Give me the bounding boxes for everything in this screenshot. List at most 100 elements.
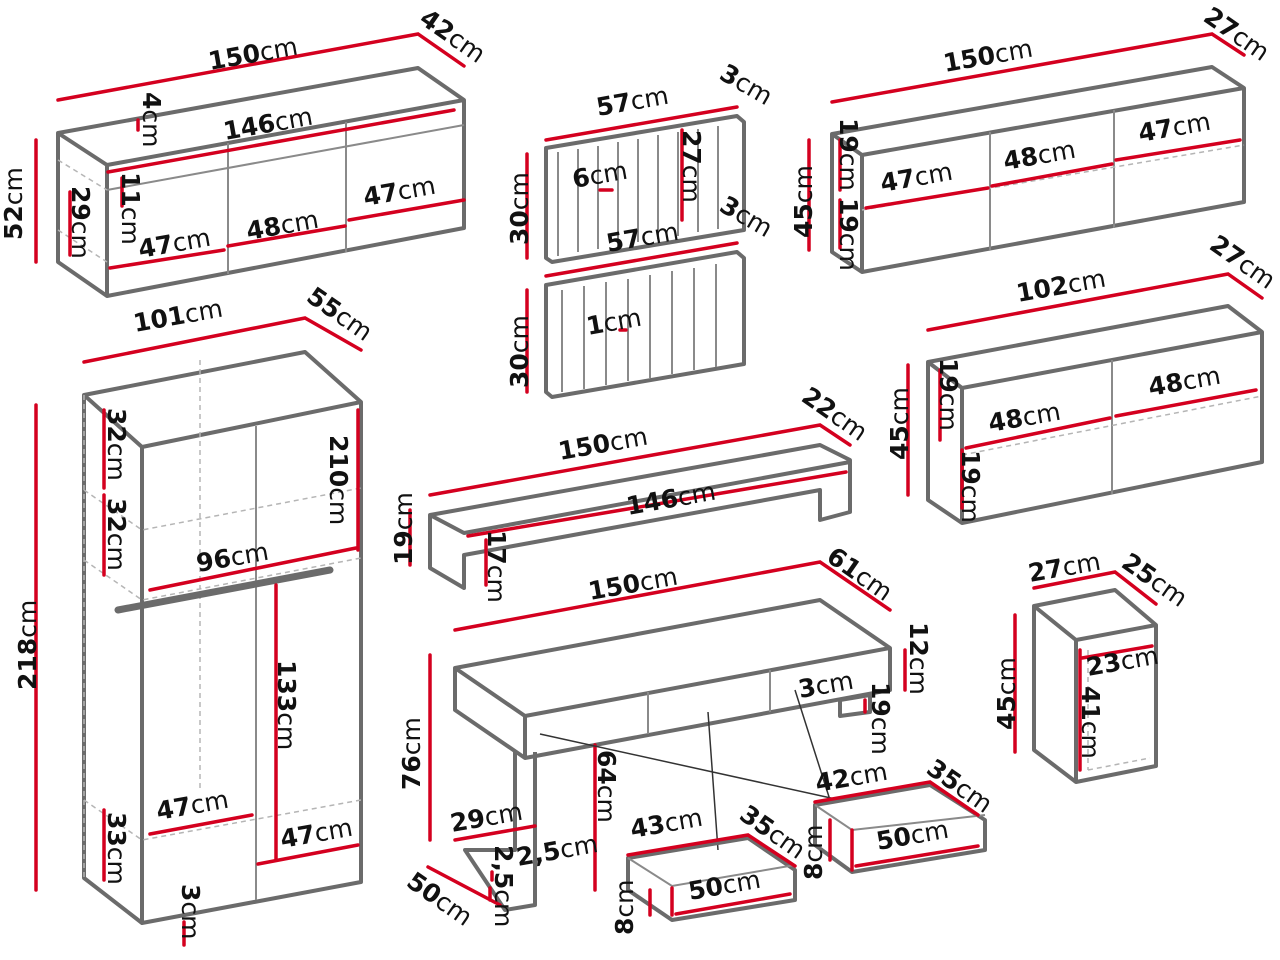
dimension-unit: cm	[0, 167, 28, 205]
dimension-unit: cm	[482, 565, 511, 603]
dimension-unit: cm	[505, 172, 534, 210]
dimension-unit: cm	[1118, 641, 1161, 676]
dimension-value: 29	[448, 803, 487, 838]
dimension-label-wd-inner-w: 96cm	[194, 537, 271, 578]
dimension-value: 19	[934, 358, 963, 393]
dimension-label-sb-inner: 146cm	[221, 102, 315, 146]
nightstand	[1013, 570, 1158, 784]
dimension-unit: cm	[558, 829, 601, 864]
dimension-label-dt-inner-h: 17cm	[482, 530, 511, 603]
dimension-label-sb-comp1: 47cm	[136, 223, 213, 264]
dimension-unit: cm	[592, 785, 621, 823]
dimension-label-nc-inner-w: 23cm	[1084, 641, 1161, 682]
dimension-unit: cm	[834, 153, 863, 191]
dimension-unit: cm	[188, 785, 231, 820]
dimension-unit: cm	[885, 387, 914, 425]
dimension-unit: cm	[662, 803, 705, 838]
dimension-value: 8	[799, 863, 828, 880]
dimension-value: 30	[505, 353, 534, 388]
dimension-label-ws2-shelf1: 19cm	[934, 358, 963, 431]
dimension-label-dt-inner: 146cm	[624, 477, 718, 521]
dimension-value: 47	[878, 163, 917, 198]
dimension-label-ws-comp2: 48cm	[1001, 135, 1078, 176]
dimension-label-ws-comp3: 47cm	[1136, 107, 1213, 148]
dimension-value: 47	[1136, 113, 1175, 148]
dimension-value: 150	[556, 428, 612, 466]
dimension-value: 42	[813, 763, 852, 798]
dimension-unit: cm	[1020, 397, 1063, 432]
wall-shelf-150	[807, 32, 1246, 274]
dimension-value: 19	[956, 450, 985, 485]
dimension-value: 3	[796, 672, 818, 704]
dimension-unit: cm	[834, 233, 863, 271]
dimension-unit: cm	[397, 717, 426, 755]
dimension-unit: cm	[102, 443, 131, 481]
dimension-unit: cm	[1180, 361, 1223, 396]
dimension-label-p2-height: 30cm	[505, 315, 534, 388]
dimension-unit: cm	[176, 901, 205, 939]
dimension-value: 4	[137, 92, 166, 109]
dimension-label-dk-depth: 61cm	[822, 541, 898, 607]
desk-shelf	[408, 423, 852, 590]
dimension-label-p1-depth: 3cm	[715, 58, 778, 111]
dimension-label-ws-comp1: 47cm	[878, 157, 955, 198]
dimension-label-dr1-h: 8cm	[610, 879, 639, 935]
dimension-label-nc-inner-h: 41cm	[1076, 686, 1105, 759]
dimension-unit: cm	[992, 34, 1035, 69]
dimension-unit: cm	[789, 165, 818, 203]
dimension-unit: cm	[102, 533, 131, 571]
dimension-value: 133	[272, 660, 301, 712]
dimension-value: 57	[594, 87, 633, 122]
dimension-label-p2-width: 57cm	[604, 217, 681, 258]
dimension-value: 210	[324, 435, 353, 487]
dimension-unit: cm	[799, 824, 828, 862]
dimension-value: 23	[1084, 647, 1123, 682]
dimension-unit: cm	[934, 393, 963, 431]
dimension-label-sb-height: 52cm	[0, 167, 28, 240]
dimension-unit: cm	[638, 217, 681, 252]
dimension-value: 150	[586, 568, 642, 606]
dimension-value: 76	[397, 755, 426, 790]
dimension-label-dk-leg-t: 2,5cm	[514, 829, 600, 872]
dimension-label-dk-knee: 64cm	[592, 750, 621, 823]
dimension-unit: cm	[272, 712, 301, 750]
dimension-unit: cm	[278, 205, 321, 240]
dimension-value: 19	[834, 118, 863, 153]
dimension-label-dt-height: 19cm	[389, 492, 418, 565]
dimension-label-dr2-inner: 50cm	[874, 815, 951, 856]
dimension-value: 11	[116, 172, 145, 207]
dimension-value: 50	[874, 821, 913, 856]
dimension-label-p1-height: 30cm	[505, 172, 534, 245]
dimension-unit: cm	[675, 477, 718, 512]
dimension-label-dk-height: 76cm	[397, 717, 426, 790]
dimension-label-nc-width: 27cm	[1026, 547, 1103, 588]
dimension-value: 101	[131, 300, 187, 338]
dimension-value: 48	[986, 403, 1025, 438]
dimension-value: 29	[66, 186, 95, 221]
dimension-label-sb-width: 150cm	[206, 32, 300, 76]
dimension-label-ws2-comp2: 48cm	[1146, 361, 1223, 402]
dimension-label-sb-shelf-gap: 11cm	[116, 172, 145, 245]
dimension-label-dk-foot-t: 2,5cm	[489, 845, 518, 927]
dimension-unit: cm	[601, 303, 644, 338]
desk	[426, 560, 907, 912]
dimension-value: 33	[102, 812, 131, 847]
dimension-label-wd-height: 218cm	[13, 600, 42, 690]
dimension-unit: cm	[505, 315, 534, 353]
drawer-2	[813, 780, 987, 874]
dimension-unit: cm	[813, 666, 856, 701]
dimension-value: 48	[1001, 141, 1040, 176]
dimension-label-wd-bottom-h: 33cm	[102, 812, 131, 885]
dimension-label-dr2-w: 42cm	[813, 757, 890, 798]
dimension-unit: cm	[324, 487, 353, 525]
dimension-value: 2,5	[489, 845, 518, 889]
dimension-unit: cm	[628, 81, 671, 116]
dimension-unit: cm	[182, 294, 225, 329]
dimension-value: 6	[570, 162, 592, 194]
dimension-value: 19	[389, 530, 418, 565]
dimension-value: 50	[686, 871, 725, 906]
dimension-label-p1-width: 57cm	[594, 81, 671, 122]
